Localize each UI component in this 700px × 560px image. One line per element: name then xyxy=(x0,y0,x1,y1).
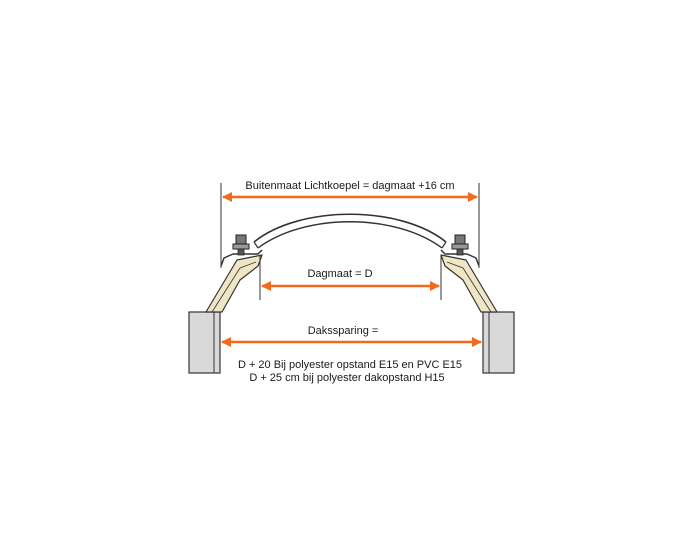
opening-line1-label: D + 20 Bij polyester opstand E15 en PVC … xyxy=(238,359,462,371)
dome-inner-shell xyxy=(257,221,443,249)
dome-left-edge xyxy=(253,241,259,249)
right-wall-block xyxy=(482,311,515,374)
opening-line2-label: D + 25 cm bij polyester dakopstand H15 xyxy=(249,372,444,384)
dome-right-edge xyxy=(441,241,447,249)
dome-outer-shell xyxy=(253,213,447,243)
left-wall-block xyxy=(188,311,221,374)
right-bolt xyxy=(451,234,469,256)
opening-title-label: Dakssparing = xyxy=(308,325,379,337)
left-frame-flange xyxy=(220,249,263,267)
right-upstand xyxy=(440,254,498,313)
left-upstand-inner-line xyxy=(211,261,257,313)
right-frame-flange xyxy=(440,249,480,267)
right-upstand-inner-line xyxy=(446,261,492,313)
inner-dimension-label: Dagmaat = D xyxy=(307,268,372,280)
left-upstand xyxy=(205,254,263,313)
left-bolt xyxy=(232,234,250,256)
outer-dimension-label: Buitenmaat Lichtkoepel = dagmaat +16 cm xyxy=(245,180,454,192)
